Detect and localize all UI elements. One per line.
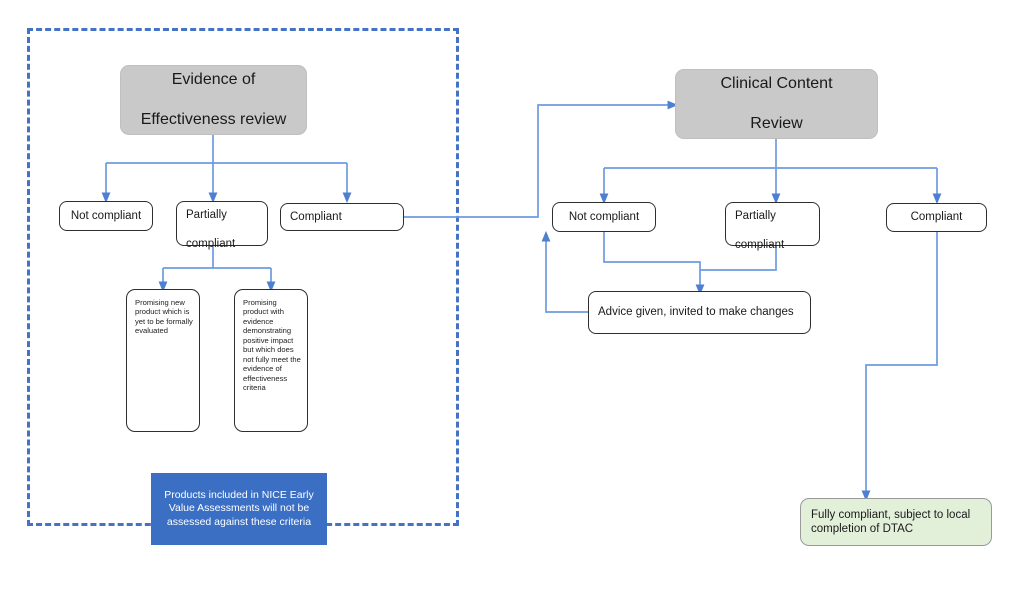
clinical-review-line-1: Clinical Content [720, 75, 833, 92]
evidence-review-line-1: Evidence of [171, 71, 256, 88]
node-nice-early-value-assessment-callout: Products included in NICE Early Value As… [151, 473, 327, 545]
advice-given-text: Advice given, invited to make changes [598, 306, 794, 319]
promising-new-product-text: Promising new product which is yet to be… [135, 298, 193, 336]
node-left-not-compliant[interactable]: Not compliant [59, 201, 153, 231]
node-right-compliant[interactable]: Compliant [886, 203, 987, 232]
evidence-review-line-2: Effectiveness review [140, 111, 287, 128]
node-evidence-of-effectiveness-review[interactable]: Evidence of Effectiveness review [120, 65, 307, 135]
node-right-partially-compliant[interactable]: Partially compliant [725, 202, 820, 251]
node-advice-given[interactable]: Advice given, invited to make changes [588, 291, 811, 334]
node-promising-new-product[interactable]: Promising new product which is yet to be… [126, 289, 200, 432]
node-left-compliant[interactable]: Compliant [280, 203, 404, 231]
fully-compliant-text: Fully compliant, subject to local comple… [811, 508, 971, 535]
nice-callout-text: Products included in NICE Early Value As… [164, 489, 314, 528]
left-compliant-label: Compliant [290, 210, 342, 223]
right-compliant-label: Compliant [910, 211, 963, 224]
node-clinical-content-review[interactable]: Clinical Content Review [675, 69, 878, 139]
right-not-compliant-label: Not compliant [568, 210, 640, 223]
node-promising-product-with-evidence[interactable]: Promising product with evidence demonstr… [234, 289, 308, 432]
clinical-review-line-2: Review [750, 115, 803, 132]
left-not-compliant-label: Not compliant [70, 209, 142, 222]
promising-with-evidence-text: Promising product with evidence demonstr… [243, 298, 301, 393]
node-fully-compliant-dtac[interactable]: Fully compliant, subject to local comple… [800, 498, 992, 546]
right-partially-compliant-line-2: compliant [735, 238, 785, 251]
left-partially-compliant-line-2: compliant [186, 237, 236, 250]
right-partially-compliant-line-1: Partially [735, 210, 776, 222]
node-right-not-compliant[interactable]: Not compliant [552, 202, 656, 232]
left-partially-compliant-line-1: Partially [186, 209, 227, 221]
node-left-partially-compliant[interactable]: Partially compliant [176, 201, 268, 250]
